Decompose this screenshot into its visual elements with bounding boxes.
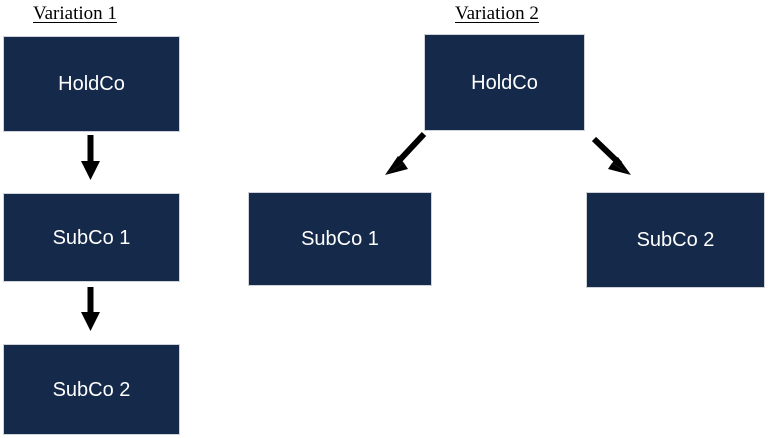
node-label: SubCo 2: [52, 378, 131, 401]
node-label: SubCo 1: [301, 228, 379, 250]
node-v1-subco-2[interactable]: SubCo 2: [3, 344, 180, 435]
node-label: SubCo 2: [636, 229, 715, 251]
node-v1-subco-1[interactable]: SubCo 1: [3, 193, 180, 282]
arrow-v1-subco1-to-subco2: [81, 287, 100, 331]
node-v2-subco-2[interactable]: SubCo 2: [586, 192, 765, 288]
panel-title-variation-1: Variation 1: [33, 3, 117, 24]
arrow-v1-holdco-to-subco1: [81, 135, 100, 180]
node-label: HoldCo: [471, 71, 538, 94]
node-label: SubCo 1: [52, 226, 131, 249]
node-v1-holdco[interactable]: HoldCo: [3, 36, 180, 132]
arrow-v2-holdco-to-subco2: [591, 136, 631, 175]
panel-title-variation-2: Variation 2: [455, 3, 539, 24]
node-v2-subco-1[interactable]: SubCo 1: [248, 192, 432, 286]
node-v2-holdco[interactable]: HoldCo: [424, 34, 585, 131]
node-label: HoldCo: [58, 73, 125, 95]
arrow-v2-holdco-to-subco1: [385, 131, 427, 175]
